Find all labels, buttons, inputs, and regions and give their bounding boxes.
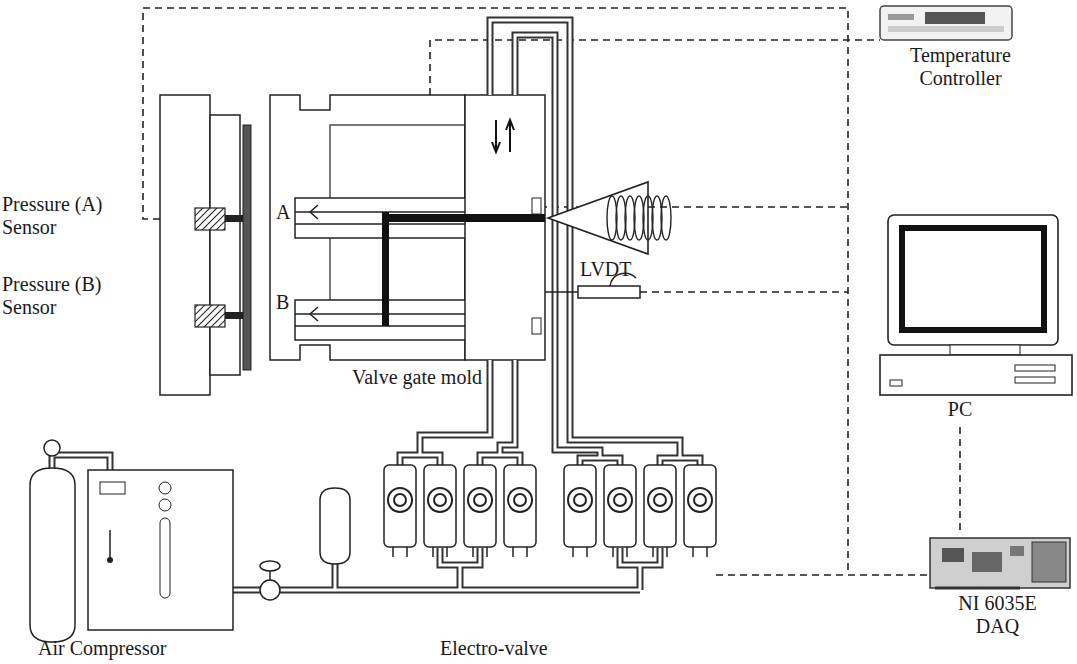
part-label: Pressure (B) Sensor bbox=[2, 273, 137, 319]
device-label: NI 6035E DAQ bbox=[943, 592, 1053, 638]
device-label: PC bbox=[930, 398, 990, 421]
device-node: PC bbox=[880, 212, 1040, 425]
daq-board-icon bbox=[930, 538, 1070, 588]
air-compressor bbox=[30, 440, 350, 642]
valve-gate-mold bbox=[270, 95, 545, 360]
device-label: Temperature Controller bbox=[896, 44, 1026, 90]
part-label: Pressure (A) Sensor bbox=[2, 193, 137, 239]
platen bbox=[160, 95, 251, 395]
electro-valves bbox=[384, 465, 716, 557]
part-label: Air Compressor bbox=[38, 637, 166, 660]
signal-connector bbox=[959, 427, 961, 532]
signal-wires bbox=[143, 8, 930, 575]
part-label: LVDT bbox=[580, 258, 631, 281]
part-label: Valve gate mold bbox=[352, 366, 482, 389]
temperature-controller-icon bbox=[880, 6, 1012, 40]
pc-icon bbox=[880, 215, 1072, 395]
device-node: Temperature Controller bbox=[878, 2, 1043, 94]
part-label: B bbox=[276, 291, 289, 314]
part-label: A bbox=[276, 201, 290, 224]
device-node: NI 6035E DAQ bbox=[920, 534, 1075, 642]
injection-unit bbox=[548, 182, 671, 254]
part-label: Electro-valve bbox=[440, 637, 548, 660]
